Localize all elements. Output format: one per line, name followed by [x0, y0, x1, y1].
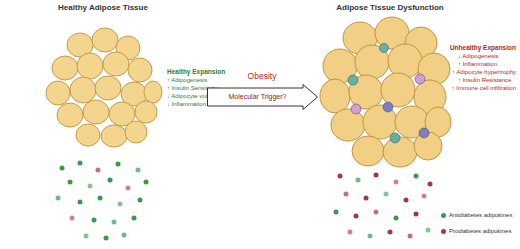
arrow-outline — [208, 85, 318, 110]
block-arrow: Molecular Trigger? — [207, 84, 318, 110]
label-text: ↑ Adipogenesis — [167, 77, 207, 84]
dysfunction-secretion-dots — [334, 173, 433, 239]
label-text: Unhealthy Expansion — [450, 44, 516, 51]
healthy-adipocytes — [46, 28, 162, 147]
dysfunctional-adipocytes — [320, 17, 451, 167]
immune-cells — [348, 44, 429, 144]
label-text: Obesity — [248, 72, 277, 82]
label-text: ↓ Inflammation — [167, 101, 206, 108]
label-text: Adipose Tissue Dysfunction — [336, 3, 443, 12]
label-text: ↑ Adipocyte hypertrophy — [452, 69, 516, 76]
label-text: ↑ Immune cell infiltration — [452, 85, 516, 92]
label-text: Healthy Adipose Tissue — [58, 3, 148, 12]
legend-swatch — [441, 213, 446, 218]
legend-text: Antidiabetes adipokines — [449, 212, 512, 219]
label-text: ↑ Insulin Resistance — [458, 77, 511, 84]
legend-swatch — [441, 229, 446, 234]
label-text: Healthy Expansion — [167, 68, 225, 75]
label-text: ↑ Inflammation — [458, 61, 497, 68]
healthy-secretion-dots — [56, 161, 149, 241]
legend-text: Prodiabetes adipokines — [449, 228, 511, 235]
arrow-text: Molecular Trigger? — [229, 88, 287, 106]
label-text: ↓ Adipogenesis — [458, 53, 498, 60]
